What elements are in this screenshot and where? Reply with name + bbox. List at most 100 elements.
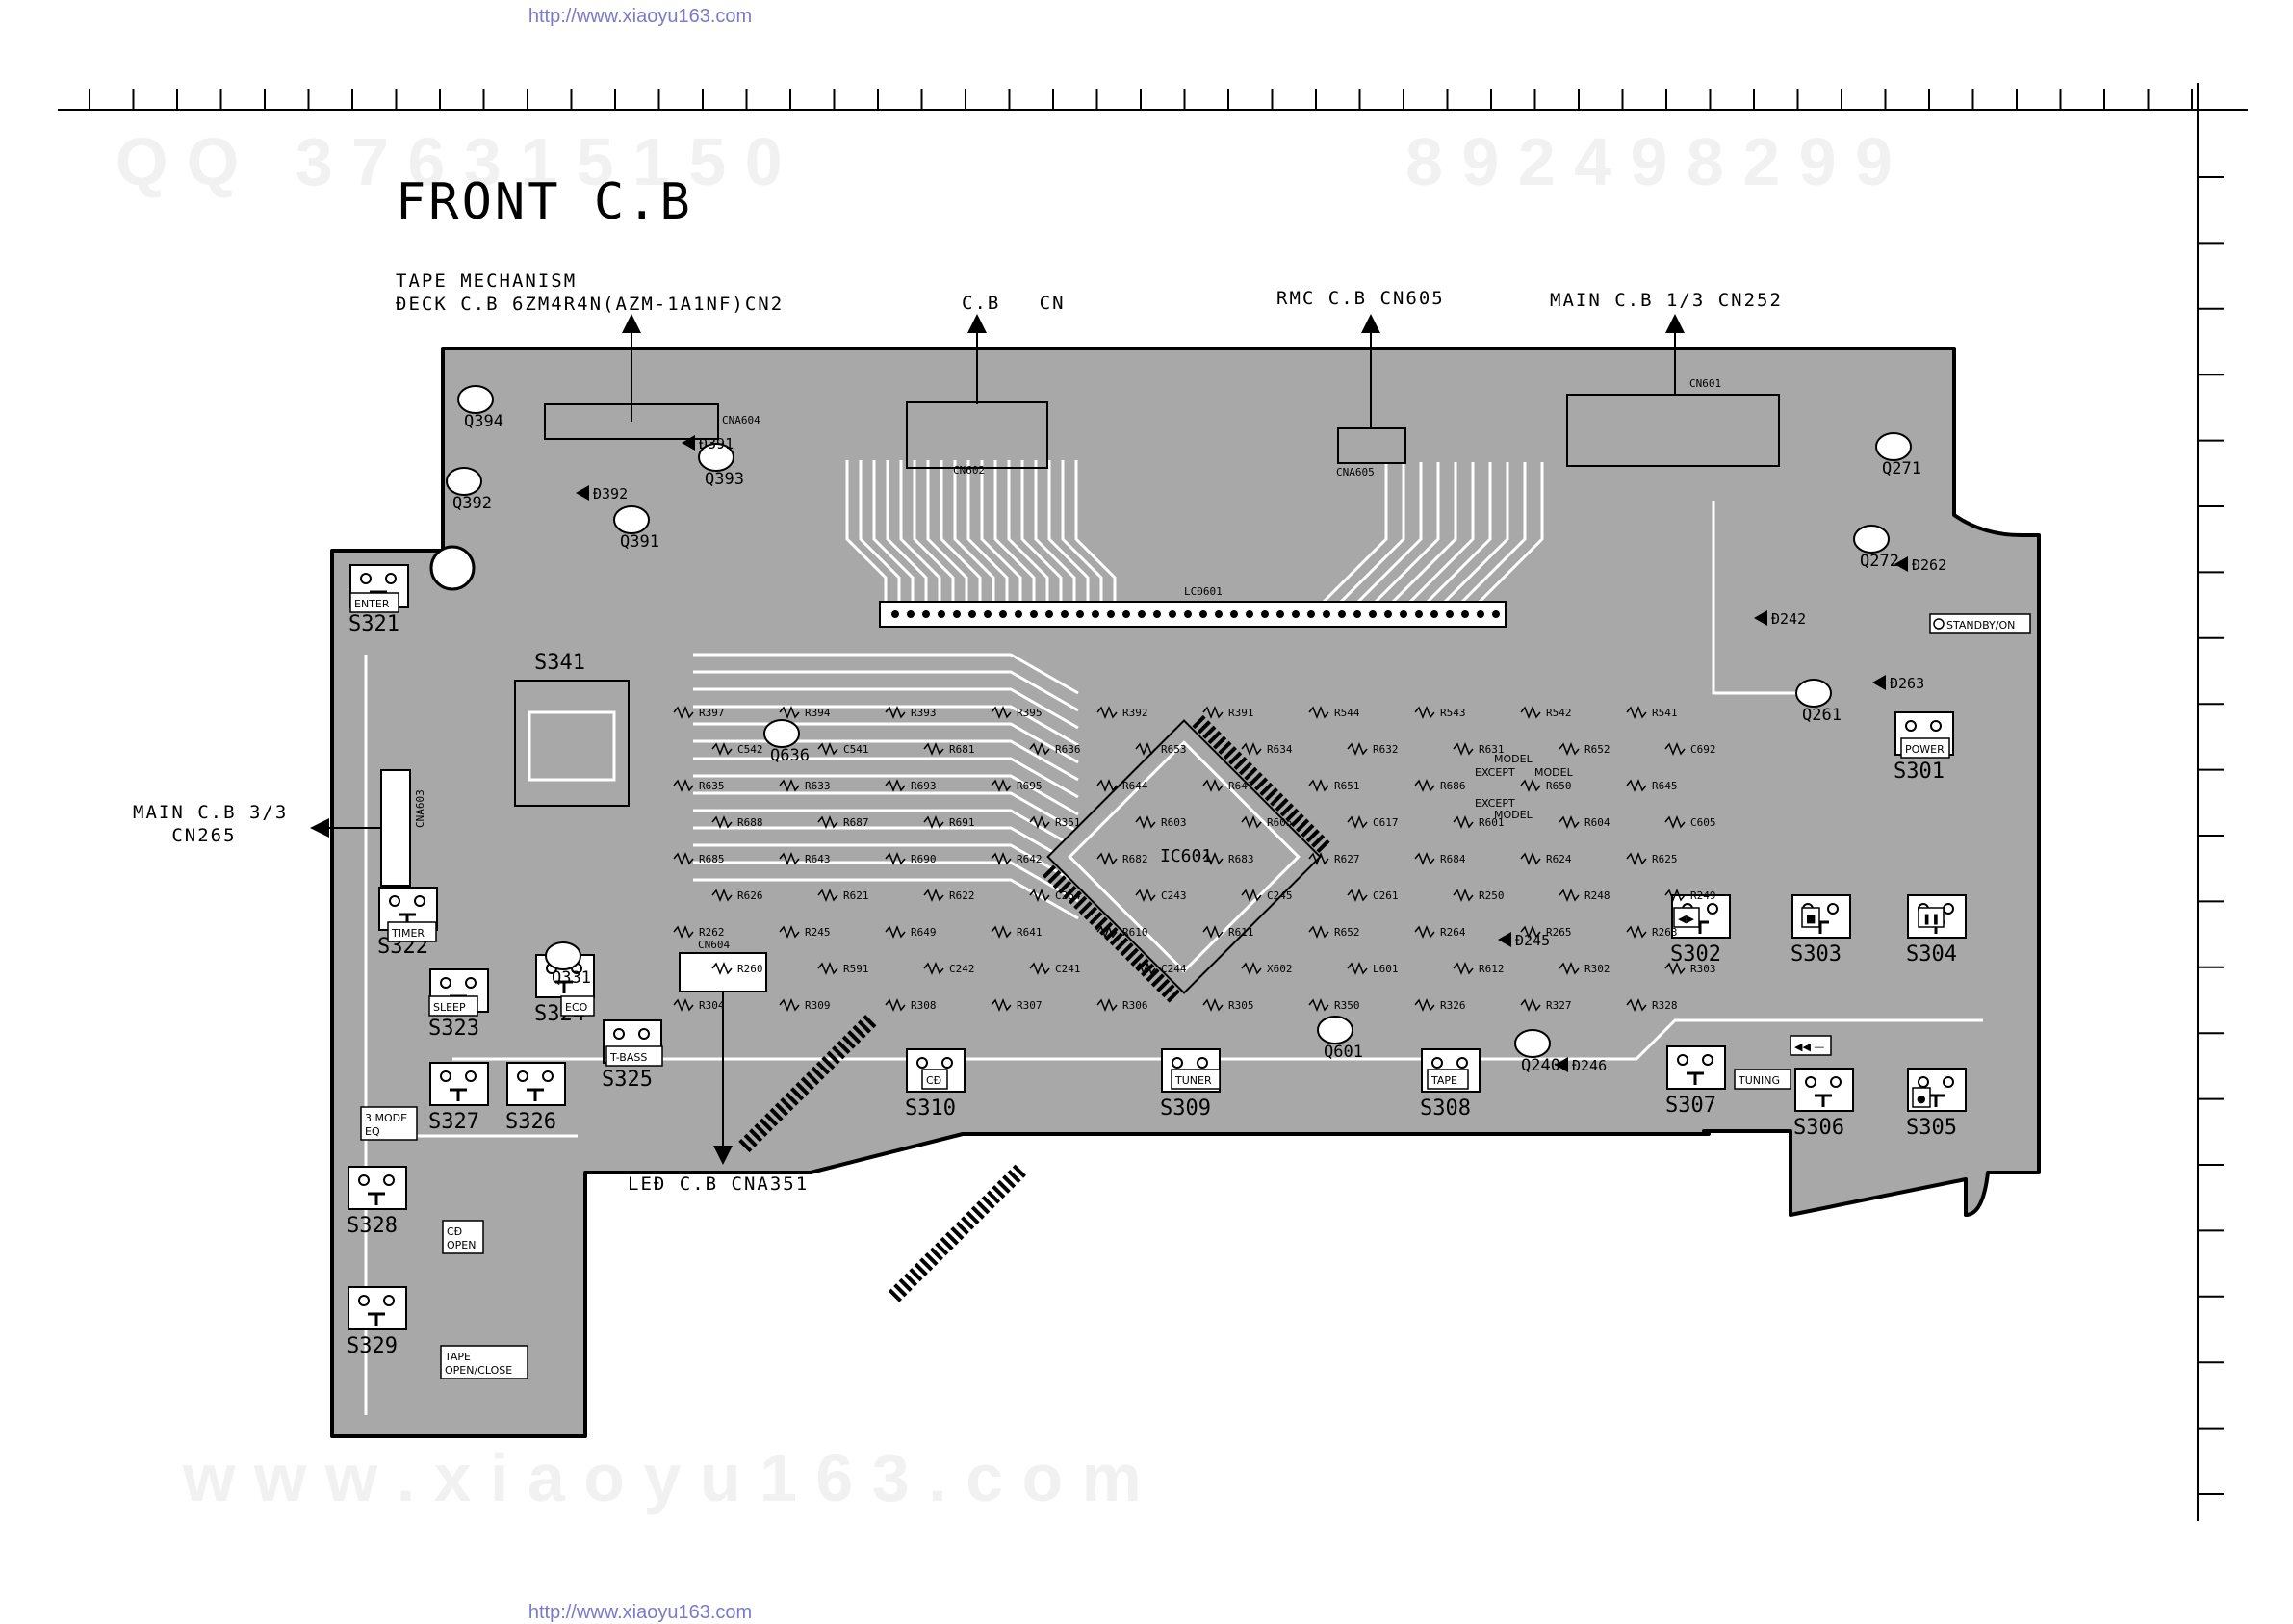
part-ref: R303 xyxy=(1690,963,1716,975)
watermark-qq: Q Q 3 7 6 3 1 5 1 5 0 xyxy=(116,124,783,199)
cna605-label: CNA605 xyxy=(1336,466,1375,478)
watermark-site: w w w . x i a o y u 1 6 3 . c o m xyxy=(183,1440,1142,1515)
button-label-s302: ◀▶ xyxy=(1678,913,1694,925)
part-r684: R684 xyxy=(1414,851,1466,866)
part-r308: R308 xyxy=(885,997,937,1013)
part-ref: R682 xyxy=(1122,853,1148,865)
part-ref: R690 xyxy=(911,853,937,865)
switch-ref-s327: S327 xyxy=(428,1110,479,1134)
part-ref: R645 xyxy=(1652,780,1678,792)
part-r250: R250 xyxy=(1453,888,1505,903)
part-c241: C241 xyxy=(1029,961,1081,976)
part-r603: R603 xyxy=(1135,814,1187,830)
part-r686: R686 xyxy=(1414,778,1466,793)
part-r636: R636 xyxy=(1029,741,1081,757)
button-label-s308: TAPE xyxy=(1430,1074,1457,1087)
watermark-phone: 8 9 2 4 9 8 2 9 9 xyxy=(1405,124,1893,199)
diode-đ391: Đ391 xyxy=(682,435,734,452)
part-r652: R652 xyxy=(1308,924,1360,940)
source-url-bottom[interactable]: http://www.xiaoyu163.com xyxy=(528,1602,753,1623)
part-ref: C245 xyxy=(1267,889,1293,902)
part-r394: R394 xyxy=(779,705,831,720)
button-label-s322: TIMER xyxy=(391,927,425,940)
part-ref: C244 xyxy=(1161,963,1187,975)
diode-đ263: Đ263 xyxy=(1872,675,1924,692)
ic601-label: IC601 xyxy=(1160,846,1212,866)
part-r633: R633 xyxy=(779,778,831,793)
part-ref: R264 xyxy=(1440,926,1466,939)
part-r645: R645 xyxy=(1626,778,1678,793)
part-c542: C542 xyxy=(711,741,763,757)
part-r302: R302 xyxy=(1559,961,1610,976)
part-r397: R397 xyxy=(673,705,725,720)
source-url-top[interactable]: http://www.xiaoyu163.com xyxy=(528,6,753,27)
part-r650: R650 xyxy=(1520,778,1572,793)
part-ref: R624 xyxy=(1546,853,1572,865)
part-ref: R612 xyxy=(1479,963,1505,975)
part-r264: R264 xyxy=(1414,924,1466,940)
trace-layer xyxy=(364,460,1983,1415)
part-c244: C244 xyxy=(1135,961,1187,976)
part-r626: R626 xyxy=(711,888,763,903)
part-r652: R652 xyxy=(1559,741,1610,757)
part-ref: R634 xyxy=(1267,743,1293,756)
transistor-ref: Q271 xyxy=(1882,459,1921,478)
standby-indicator: STANDBY/ON xyxy=(1929,613,2031,634)
part-r605: R605 xyxy=(1241,814,1293,830)
part-r644: R644 xyxy=(1096,778,1148,793)
part-ref: R626 xyxy=(737,889,763,902)
part-c605: C605 xyxy=(1664,814,1716,830)
part-r307: R307 xyxy=(991,997,1043,1013)
part-ref: R691 xyxy=(949,816,975,829)
part-ref: R328 xyxy=(1652,999,1678,1012)
diode-đ245: Đ245 xyxy=(1498,932,1550,949)
part-ref: R394 xyxy=(805,707,831,719)
part-c261: C261 xyxy=(1347,888,1399,903)
part-ref: C264 xyxy=(1055,889,1081,902)
part-ref: R642 xyxy=(1017,853,1043,865)
part-ref: R687 xyxy=(843,816,869,829)
part-r625: R625 xyxy=(1626,851,1678,866)
part-ref: R653 xyxy=(1161,743,1187,756)
part-ref: R610 xyxy=(1122,926,1148,939)
part-ref: R695 xyxy=(1017,780,1043,792)
part-r685: R685 xyxy=(673,851,725,866)
switch-s308: S308 TAPE xyxy=(1420,1048,1481,1121)
part-r627: R627 xyxy=(1308,851,1360,866)
model-notes: MODEL EXCEPT MODEL EXCEPT MODEL xyxy=(1475,753,1574,821)
part-ref: R248 xyxy=(1584,889,1610,902)
part-r395: R395 xyxy=(991,705,1043,720)
part-r351: R351 xyxy=(1029,814,1081,830)
part-c245: C245 xyxy=(1241,888,1293,903)
transistor-q272: Q272 xyxy=(1853,525,1899,571)
part-r690: R690 xyxy=(885,851,937,866)
part-c617: C617 xyxy=(1347,814,1399,830)
part-ref: R693 xyxy=(911,780,937,792)
button-label-s325: T-BASS xyxy=(609,1051,647,1064)
switch-ref-s309: S309 xyxy=(1160,1096,1211,1121)
button-label-s304: ❚❚ xyxy=(1922,913,1940,925)
part-r262: R262 xyxy=(673,924,725,940)
part-r544: R544 xyxy=(1308,705,1360,720)
part-r249: R249 xyxy=(1664,888,1716,903)
switch-ref-s302: S302 xyxy=(1670,942,1721,967)
part-r683: R683 xyxy=(1202,851,1254,866)
part-ref: R350 xyxy=(1334,999,1360,1012)
part-ref: C242 xyxy=(949,963,975,975)
button-label-s329: OPEN/CLOSE xyxy=(445,1364,512,1377)
part-ref: R262 xyxy=(699,926,725,939)
switch-ref-s308: S308 xyxy=(1420,1096,1471,1121)
button-label-s321: ENTER xyxy=(354,598,390,610)
transistor-ref: Q331 xyxy=(552,968,591,988)
part-r601: R601 xyxy=(1453,814,1505,830)
transistor-ref: Q240 xyxy=(1521,1056,1560,1075)
part-ref: R688 xyxy=(737,816,763,829)
